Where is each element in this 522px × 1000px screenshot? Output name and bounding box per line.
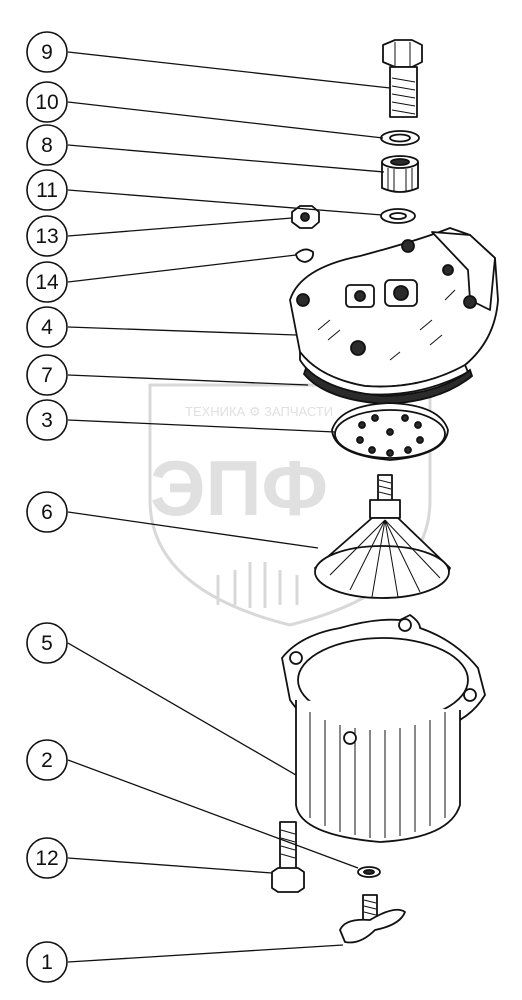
filter-head-part-4 (289, 227, 499, 396)
callout-2: 2 (26, 739, 68, 781)
wing-screw-part-1 (339, 894, 406, 944)
callout-12: 12 (26, 837, 68, 879)
callout-label-4: 4 (41, 316, 53, 339)
callout-8: 8 (26, 124, 68, 166)
callout-1: 1 (26, 941, 68, 983)
watermark-logo-text: ЭПФ (150, 444, 328, 532)
callout-label-3: 3 (41, 409, 53, 432)
nut-part-11 (291, 205, 320, 229)
cone-part-6 (314, 474, 451, 599)
callout-label-5: 5 (41, 632, 53, 655)
callout-7: 7 (26, 354, 68, 396)
perforated-disc-part-3 (331, 402, 449, 461)
callout-label-6: 6 (41, 501, 53, 524)
callout-11: 11 (26, 169, 68, 211)
spring-washer-part-14 (295, 248, 314, 263)
callout-label-14: 14 (35, 271, 59, 294)
callout-label-2: 2 (41, 749, 53, 772)
callout-label-13: 13 (35, 225, 58, 248)
callout-13: 13 (26, 215, 68, 257)
callout-label-9: 9 (41, 41, 53, 64)
watermark: ТЕХНИКА ⚙ ЗАПЧАСТИ ЭПФ (148, 383, 432, 627)
callout-10: 10 (26, 81, 68, 123)
callout-9: 9 (26, 31, 68, 73)
callout-label-1: 1 (41, 951, 53, 974)
washer-part-10 (380, 130, 420, 146)
callout-5: 5 (26, 622, 68, 664)
washer-part-2 (357, 866, 381, 878)
bolt-part-9 (382, 39, 423, 118)
bushing-part-8 (381, 155, 419, 193)
callout-label-8: 8 (41, 134, 53, 157)
watermark-top-text: ТЕХНИКА ⚙ ЗАПЧАСТИ (185, 404, 333, 419)
callout-label-10: 10 (35, 91, 58, 114)
bolt-part-12 (271, 821, 305, 893)
callout-3: 3 (26, 399, 68, 441)
housing-part-5 (281, 614, 486, 843)
leader-lines (67, 51, 391, 963)
callout-label-7: 7 (41, 364, 53, 387)
gasket-part-7 (302, 366, 474, 405)
callout-6: 6 (26, 491, 68, 533)
callout-label-12: 12 (35, 847, 58, 870)
callout-14: 14 (26, 261, 68, 303)
callout-4: 4 (26, 306, 68, 348)
callout-label-11: 11 (36, 179, 58, 202)
washer-upper-right (380, 208, 416, 224)
